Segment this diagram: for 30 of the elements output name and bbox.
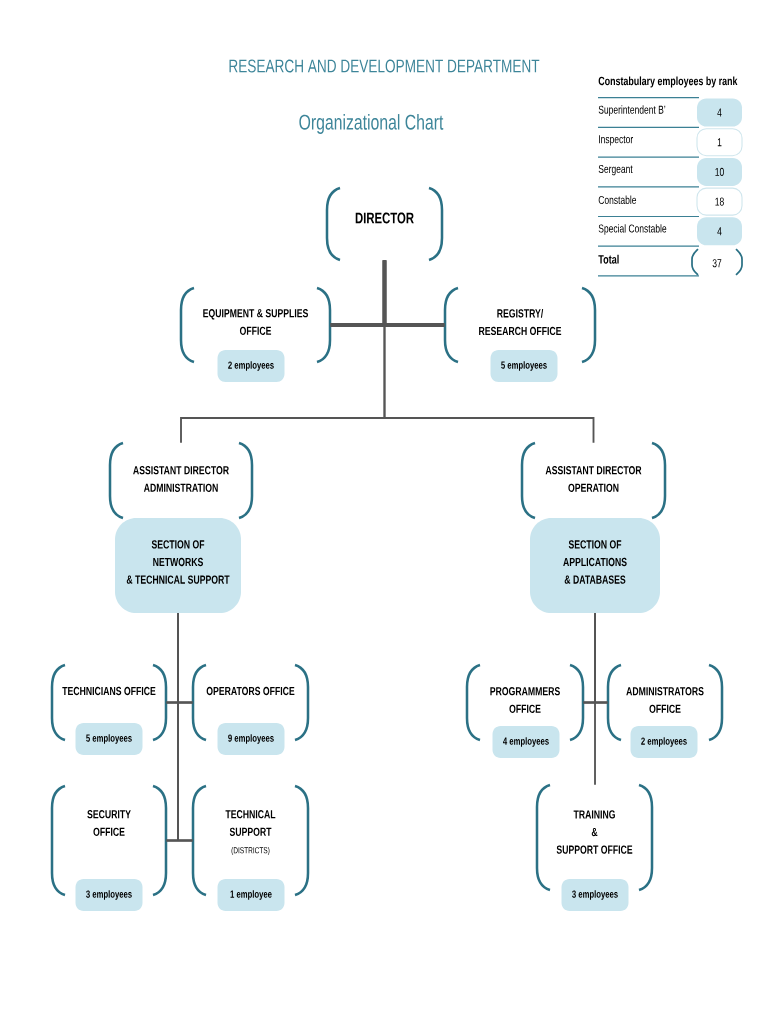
count-bracket: 37 bbox=[691, 248, 743, 276]
staff-count-pill: 4 employees bbox=[492, 726, 560, 758]
bracket-box: DIRECTOR bbox=[325, 186, 444, 262]
connector-line bbox=[382, 260, 445, 327]
count-pill: 4 bbox=[697, 98, 742, 127]
staff-count-pill: 3 employees bbox=[75, 879, 143, 911]
staff-count-pill: 1 employee bbox=[217, 879, 285, 911]
staff-count-pill: 9 employees bbox=[217, 723, 285, 755]
rank-cell: Superintendent B’ bbox=[597, 105, 700, 128]
staff-count-pill: 5 employees bbox=[490, 350, 558, 382]
count-pill: 4 bbox=[697, 217, 742, 246]
table-heading: Constabulary employees by rank bbox=[598, 76, 738, 88]
chart-subtitle: Organizational Chart bbox=[299, 114, 444, 134]
count-pill: 10 bbox=[697, 157, 742, 186]
staff-count-pill: 2 employees bbox=[630, 726, 698, 758]
count-pill: 1 bbox=[696, 128, 743, 157]
rank-cell: Sergeant bbox=[597, 164, 700, 188]
connector-line bbox=[177, 612, 193, 842]
bracket-box: ASSISTANT DIRECTOR ADMINISTRATION bbox=[108, 441, 254, 520]
section-box: SECTION OF NETWORKS & TECHNICAL SUPPORT bbox=[115, 518, 241, 613]
count-pill: 18 bbox=[696, 187, 743, 216]
rank-cell: Special Constable bbox=[597, 224, 700, 247]
section-box: SECTION OF APPLICATIONS & DATABASES bbox=[530, 518, 660, 613]
page-title: RESEARCH AND DEVELOPMENT DEPARTMENT bbox=[229, 59, 540, 73]
staff-count-pill: 2 employees bbox=[217, 350, 285, 382]
staff-count-pill: 5 employees bbox=[75, 723, 143, 755]
connector-line bbox=[594, 612, 596, 786]
staff-count-pill: 3 employees bbox=[561, 879, 629, 911]
connector-line bbox=[383, 259, 595, 444]
bracket-box: ASSISTANT DIRECTOR OPERATION bbox=[520, 441, 667, 520]
